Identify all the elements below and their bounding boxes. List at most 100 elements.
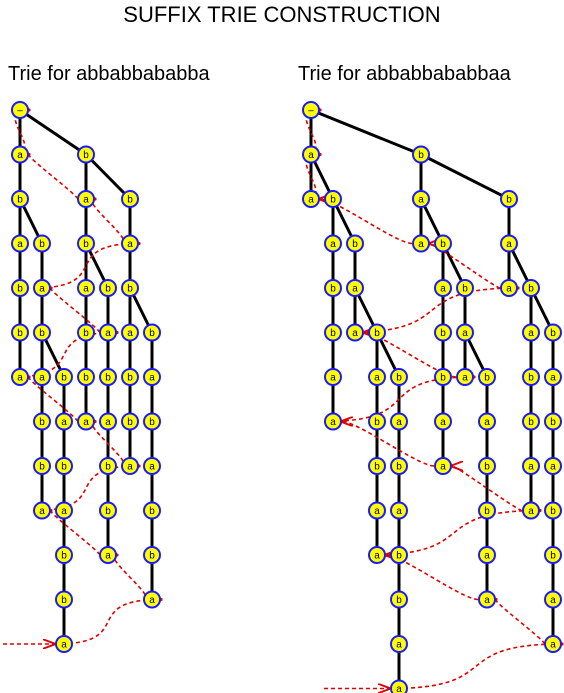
trie-node-label: b [17,195,23,206]
trie-node-label: b [550,328,556,339]
trie-node [434,234,452,253]
trie-node-label: b [396,595,402,606]
trie-node [324,234,342,253]
trie-node-label: b [374,462,380,473]
trie-node-label: a [105,417,111,428]
trie-edge [309,108,423,156]
trie-node-label: b [61,462,67,473]
trie-node-label: b [484,462,490,473]
trie-node [456,279,474,297]
trie-node [434,412,452,431]
trie-node [544,457,562,475]
trie-node-label: a [462,328,468,339]
trie-root-node [302,101,320,119]
trie-node-label: b [330,195,336,206]
trie-node-label: b [61,373,67,384]
trie-node-label: b [330,284,336,295]
trie-node-label: b [440,328,446,339]
trie-node-label: b [127,284,133,295]
trie-node [434,368,452,386]
trie-node [522,323,540,342]
trie-node [33,368,51,386]
trie-node [143,323,161,342]
trie-node-label: a [440,284,446,295]
trie-node-label: a [149,462,155,473]
trie-node-label: a [17,150,23,161]
trie-node [522,412,540,431]
trie-node-label: b [352,239,358,250]
trie-node [346,279,364,297]
trie-node [500,279,518,297]
trie-node-label: b [149,551,155,562]
trie-node [143,457,161,475]
suffix-link [386,555,479,601]
trie-node-label: b [83,328,89,339]
trie-node [33,234,51,253]
trie-node [390,457,408,475]
trie-node [77,323,95,342]
trie-node [478,368,496,386]
trie-node-label: b [127,373,133,384]
trie-node [143,590,161,609]
trie-node [390,412,408,431]
trie-node [390,501,408,520]
trie-node [434,323,452,342]
trie-node [99,457,117,475]
trie-node-label: b [61,595,67,606]
trie-edge [84,153,132,201]
trie-node-label: a [83,417,89,428]
left-panel-title: Trie for abbabbababba [8,63,211,85]
trie-node [544,546,562,564]
trie-node [324,279,342,297]
trie-node-label: a [396,417,402,428]
trie-node-label: b [127,195,133,206]
trie-node-label: a [418,239,424,250]
trie-node-label: b [39,239,45,250]
suffix-link [389,644,562,690]
trie-node-label: a [440,462,446,473]
trie-node [99,546,117,564]
trie-node-label: b [105,284,111,295]
trie-node-label: a [127,239,133,250]
trie-node-label: b [105,462,111,473]
trie-node [121,234,139,253]
trie-node [77,279,95,297]
suffix-link [430,244,501,289]
trie-node [11,279,29,297]
trie-node-label: a [149,373,155,384]
suffix-link [364,333,457,378]
trie-node [77,145,95,164]
trie-node [522,457,540,475]
trie-node [478,412,496,431]
left-trie-nodes: –abbabbababbabbabbababbaabbababbaabbaabb… [11,101,161,653]
trie-node [121,457,139,475]
trie-node [390,679,408,693]
trie-node [99,279,117,297]
trie-node [500,190,518,208]
trie-node [522,501,540,520]
trie-node [121,279,139,297]
suffix-link [320,199,413,245]
trie-node-label: b [39,417,45,428]
trie-node [302,145,320,164]
trie-node [544,323,562,342]
trie-node-label: a [528,328,534,339]
trie-node [434,279,452,297]
trie-node [456,323,474,342]
trie-node [544,590,562,609]
trie-node-label: a [39,284,45,295]
trie-node [412,145,430,164]
trie-node-label: a [61,417,67,428]
trie-node [121,368,139,386]
trie-node [544,635,562,653]
trie-node-label: b [484,506,490,517]
trie-node [368,546,386,564]
suffix-link [51,511,100,556]
trie-node [143,546,161,564]
trie-node-label: a [374,506,380,517]
trie-node-label: b [462,284,468,295]
trie-node [368,368,386,386]
trie-node [324,412,342,431]
trie-node-label: b [528,417,534,428]
